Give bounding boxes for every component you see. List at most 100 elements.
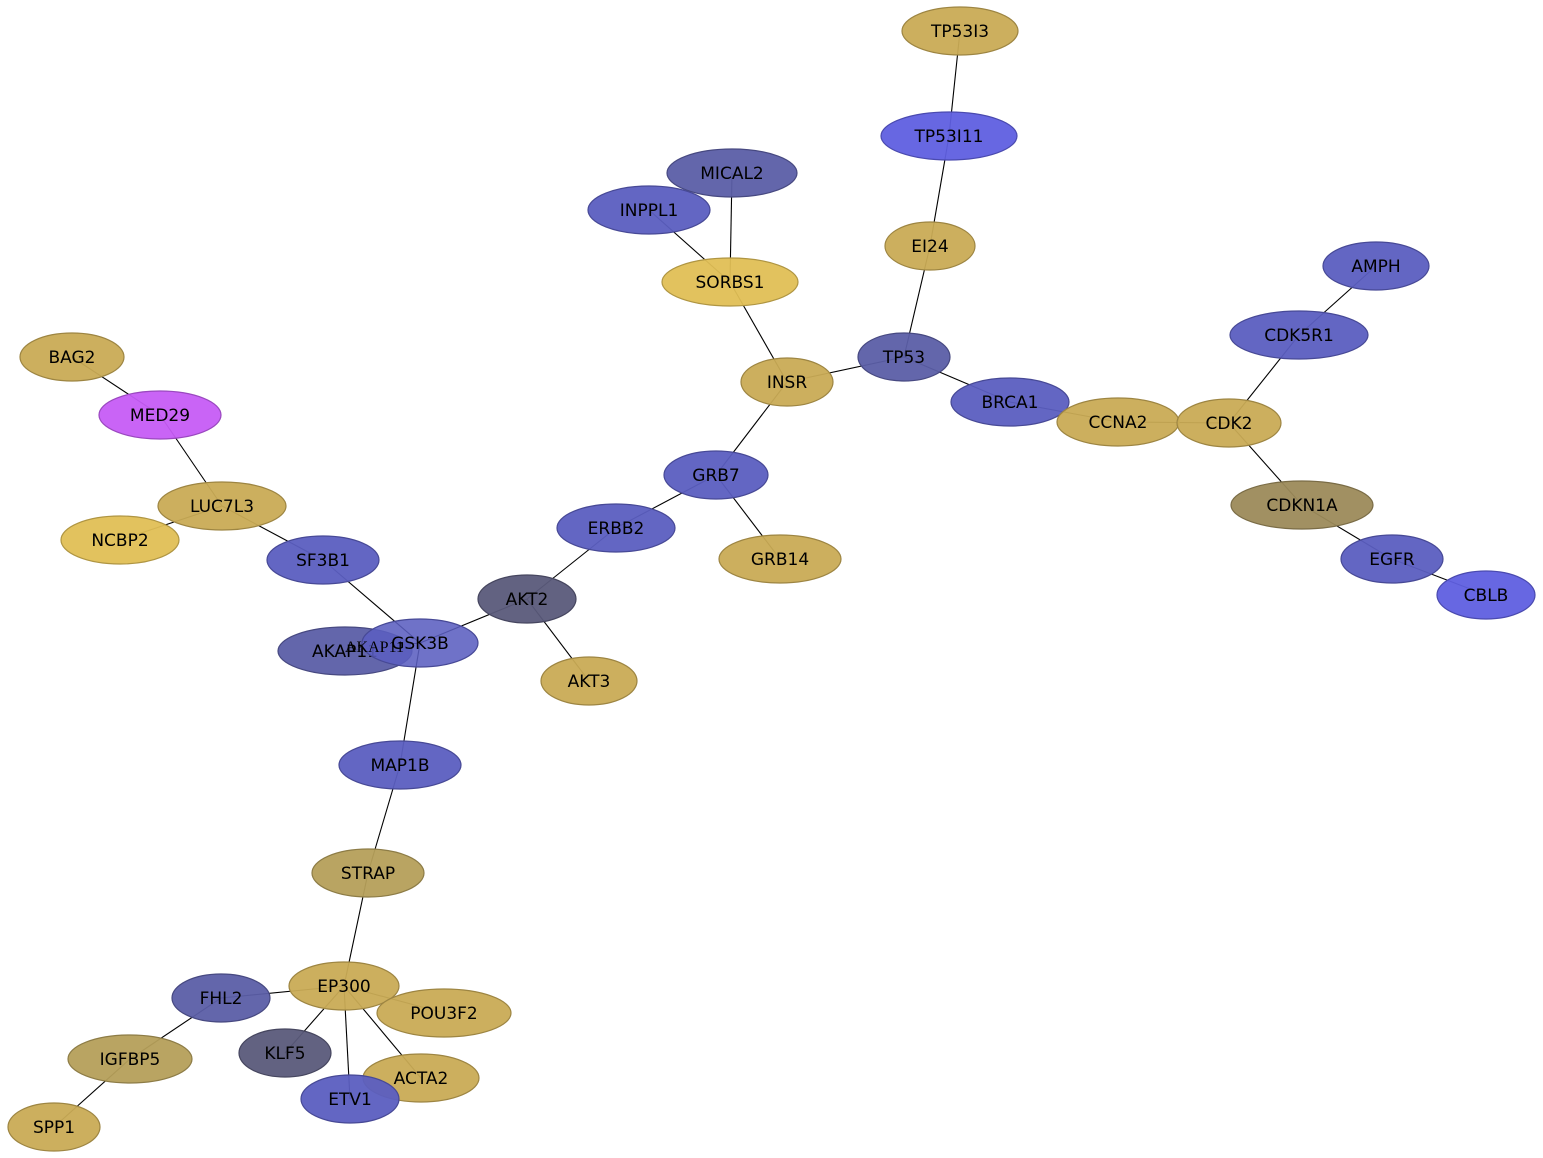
node-label-cdkn1a: CDKN1A: [1266, 496, 1338, 516]
node-label-acta2: ACTA2: [394, 1069, 449, 1089]
node-shape-sf3b1: [266, 535, 380, 585]
node-ei24[interactable]: EI24: [884, 221, 976, 271]
node-etv1[interactable]: ETV1: [300, 1074, 400, 1124]
node-shape-cdk2: [1176, 398, 1282, 448]
node-shape-etv1: [300, 1074, 400, 1124]
node-label-strap: STRAP: [341, 864, 395, 884]
node-shape-map1b: [338, 740, 462, 790]
node-shape-cdk5r1: [1229, 310, 1369, 360]
node-shape-fhl2: [171, 973, 271, 1023]
node-shape-igfbp5: [67, 1034, 193, 1084]
node-akt2[interactable]: AKT2: [477, 574, 577, 624]
node-shape-akt2: [477, 574, 577, 624]
node-shape-strap: [311, 848, 425, 898]
node-shape-akt3: [540, 656, 638, 706]
node-igfbp5[interactable]: IGFBP5: [67, 1034, 193, 1084]
node-label-tp53i3: TP53I3: [930, 22, 989, 42]
node-med29[interactable]: MED29: [98, 390, 222, 440]
node-shape-inppl1: [587, 185, 711, 235]
node-label-luc7l3: LUC7L3: [190, 497, 254, 517]
node-sorbs1[interactable]: SORBS1: [661, 257, 799, 307]
node-shape-tp53: [857, 332, 951, 382]
node-label-map1b: MAP1B: [370, 756, 429, 776]
node-mical2[interactable]: MICAL2: [666, 148, 798, 198]
node-label-fhl2: FHL2: [200, 989, 243, 1009]
node-sf3b1[interactable]: SF3B1: [266, 535, 380, 585]
node-label-grb7: GRB7: [692, 466, 739, 486]
node-label-akt3: AKT3: [568, 672, 611, 692]
node-label-etv1: ETV1: [328, 1090, 372, 1110]
node-label-insr: INSR: [767, 373, 808, 393]
node-shape-sorbs1: [661, 257, 799, 307]
node-shape-amph: [1322, 241, 1430, 291]
node-label-pou3f2: POU3F2: [410, 1004, 478, 1024]
node-grb7[interactable]: GRB7: [663, 450, 769, 500]
node-label-tp53i11: TP53I11: [914, 127, 984, 147]
node-ncbp2[interactable]: NCBP2: [60, 515, 180, 565]
node-shape-klf5: [238, 1028, 332, 1078]
node-cdk5r1[interactable]: CDK5R1: [1229, 310, 1369, 360]
node-amph[interactable]: AMPH: [1322, 241, 1430, 291]
node-shape-bag2: [19, 332, 125, 382]
node-label-sf3b1: SF3B1: [296, 551, 350, 571]
node-label-amph: AMPH: [1351, 257, 1400, 277]
node-shape-ei24: [884, 221, 976, 271]
node-label-gsk3b: GSK3B: [391, 634, 449, 654]
node-label-mical2: MICAL2: [700, 164, 763, 184]
node-insr[interactable]: INSR: [740, 357, 834, 407]
node-ccna2[interactable]: CCNA2: [1056, 397, 1180, 447]
node-label-ep300: EP300: [317, 977, 370, 997]
node-shape-cdkn1a: [1230, 480, 1374, 530]
node-shape-egfr: [1340, 534, 1444, 584]
node-label-akap11: AKAP11: [312, 642, 378, 662]
node-label-cdk2: CDK2: [1206, 414, 1253, 434]
node-egfr[interactable]: EGFR: [1340, 534, 1444, 584]
node-strap[interactable]: STRAP: [311, 848, 425, 898]
node-shape-tp53i11: [880, 111, 1018, 161]
node-cdk2[interactable]: CDK2: [1176, 398, 1282, 448]
node-label-ncbp2: NCBP2: [91, 531, 148, 551]
node-label-grb14: GRB14: [751, 550, 809, 570]
node-pou3f2[interactable]: POU3F2: [376, 988, 512, 1038]
node-shape-ncbp2: [60, 515, 180, 565]
node-spp1[interactable]: SPP1: [7, 1102, 101, 1152]
node-shape-mical2: [666, 148, 798, 198]
node-brca1[interactable]: BRCA1: [950, 377, 1070, 427]
node-label-igfbp5: IGFBP5: [100, 1050, 161, 1070]
node-shape-tp53i3: [901, 6, 1019, 56]
node-shape-spp1: [7, 1102, 101, 1152]
node-shape-grb7: [663, 450, 769, 500]
node-label-cblb: CBLB: [1464, 586, 1509, 606]
node-label-sorbs1: SORBS1: [696, 273, 765, 293]
node-map1b[interactable]: MAP1B: [338, 740, 462, 790]
node-inppl1[interactable]: INPPL1: [587, 185, 711, 235]
node-label-klf5: KLF5: [264, 1044, 305, 1064]
node-luc7l3[interactable]: LUC7L3: [157, 481, 287, 531]
node-label-ei24: EI24: [911, 237, 948, 257]
node-fhl2[interactable]: FHL2: [171, 973, 271, 1023]
node-shape-pou3f2: [376, 988, 512, 1038]
node-shape-brca1: [950, 377, 1070, 427]
node-tp53[interactable]: TP53: [857, 332, 951, 382]
node-label-egfr: EGFR: [1369, 550, 1415, 570]
node-shape-gsk3b: [361, 618, 479, 668]
node-shape-med29: [98, 390, 222, 440]
node-cdkn1a[interactable]: CDKN1A: [1230, 480, 1374, 530]
node-klf5[interactable]: KLF5: [238, 1028, 332, 1078]
node-tp53i3[interactable]: TP53I3: [901, 6, 1019, 56]
node-grb14[interactable]: GRB14: [718, 534, 842, 584]
node-label-akt2: AKT2: [506, 590, 549, 610]
node-bag2[interactable]: BAG2: [19, 332, 125, 382]
node-erbb2[interactable]: ERBB2: [556, 503, 676, 553]
node-tp53i11[interactable]: TP53I11: [880, 111, 1018, 161]
node-akt3[interactable]: AKT3: [540, 656, 638, 706]
node-label-bag2: BAG2: [49, 348, 96, 368]
node-label-inppl1: INPPL1: [620, 201, 679, 221]
node-ep300[interactable]: EP300: [288, 961, 400, 1011]
node-shape-luc7l3: [157, 481, 287, 531]
node-gsk3b[interactable]: GSK3B: [361, 618, 479, 668]
node-shape-grb14: [718, 534, 842, 584]
node-cblb[interactable]: CBLB: [1436, 570, 1536, 620]
